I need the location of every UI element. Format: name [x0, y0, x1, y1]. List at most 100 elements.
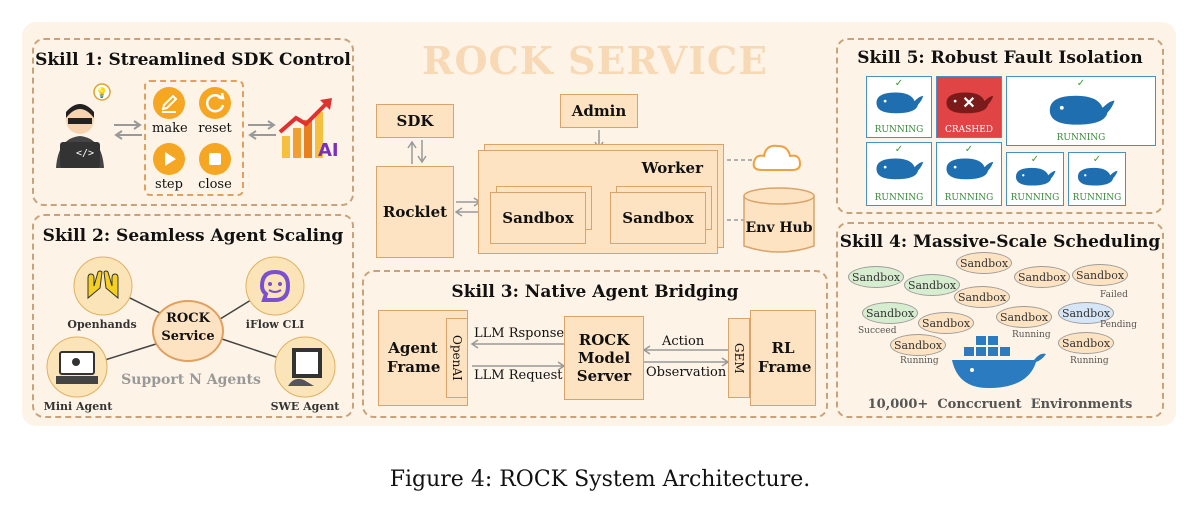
sandbox-bubble: Sandbox: [904, 274, 960, 296]
whale-icon: [937, 155, 1001, 185]
docker-whale-icon: [952, 336, 1046, 388]
code-glyph: </>: [76, 148, 95, 159]
support-n-agents: Support N Agents: [121, 372, 261, 388]
openhands-icon: [73, 256, 133, 316]
running-label: RUNNING: [1010, 193, 1060, 203]
sdk-box: SDK: [376, 104, 454, 138]
gem-label: GEM: [732, 342, 746, 374]
sandbox-status-label: Running: [1070, 356, 1109, 366]
sandbox-bubble: Sandbox: [1072, 264, 1128, 286]
sandbox-status-label: Running: [900, 356, 939, 366]
running-label: RUNNING: [1072, 193, 1122, 203]
running-sandbox-cell: ✓ RUNNING: [866, 142, 932, 206]
skill1-title: Skill 1: Streamlined SDK Control: [35, 50, 351, 70]
running-label: RUNNING: [874, 125, 924, 135]
sandbox-bubble: Sandbox: [1014, 266, 1070, 288]
figure-caption: Figure 4: ROCK System Architecture.: [389, 467, 811, 492]
skill5-title: Skill 5: Robust Fault Isolation: [857, 48, 1143, 68]
skill4-title: Skill 4: Massive-Scale Scheduling: [839, 232, 1161, 252]
model-server-box: ROCK Model Server: [564, 316, 644, 400]
agent-frame-label: Agent Frame: [387, 339, 441, 376]
crashed-label: CRASHED: [945, 125, 993, 135]
sandbox-bubble: Sandbox: [848, 266, 904, 288]
running-label: RUNNING: [944, 193, 994, 203]
gem-strip: GEM: [728, 318, 750, 398]
agent-openhands: Openhands: [67, 318, 137, 331]
rock-service-title: ROCK SERVICE: [421, 38, 769, 83]
action-make: make: [152, 121, 188, 136]
check-icon: ✓: [894, 144, 904, 155]
whale-icon: [1007, 165, 1063, 191]
step-icon[interactable]: [152, 142, 186, 176]
rl-frame-label: RL Frame: [758, 339, 812, 376]
sandbox-status-label: Pending: [1100, 320, 1137, 330]
observation-label: Observation: [646, 365, 727, 380]
crashed-sandbox-cell: ✕ CRASHED: [936, 76, 1002, 138]
sandbox-bubble: Sandbox: [954, 286, 1010, 308]
running-sandbox-cell: ✓ RUNNING: [1068, 152, 1126, 206]
make-icon[interactable]: [152, 86, 186, 120]
whale-icon: [867, 155, 931, 185]
check-icon: ✓: [1030, 154, 1040, 165]
env-hub-label: Env Hub: [745, 220, 813, 236]
sandbox-bubble: Sandbox: [918, 312, 974, 334]
concurrent-footer: 10,000+ Conccruent Environments: [867, 397, 1133, 412]
sandbox-status-label: Failed: [1100, 290, 1128, 300]
openai-strip: OpenAI: [446, 318, 468, 398]
skill3-title: Skill 3: Native Agent Bridging: [451, 282, 739, 302]
model-server-label: ROCK Model Server: [576, 331, 632, 385]
sandbox-2: Sandbox: [610, 192, 706, 244]
developer-icon: 💡: [56, 83, 111, 168]
running-label: RUNNING: [874, 193, 924, 203]
sandbox-status-label: Running: [1012, 330, 1051, 340]
rocklet-box: Rocklet: [376, 166, 454, 258]
mini-agent-icon: [46, 336, 108, 398]
sandbox-1: Sandbox: [490, 192, 586, 244]
whale-icon: [1069, 165, 1125, 191]
agent-mini: Mini Agent: [43, 400, 113, 413]
sandbox-bubble: Sandbox: [996, 306, 1052, 328]
ai-badge: AI: [318, 140, 339, 161]
agent-swe: SWE Agent: [270, 400, 340, 413]
ai-chart-icon: [278, 98, 332, 158]
running-sandbox-cell: ✓ RUNNING: [866, 76, 932, 138]
skill2-title: Skill 2: Seamless Agent Scaling: [42, 226, 344, 246]
svg-text:💡: 💡: [96, 86, 108, 99]
arrow-controls-ai: [248, 120, 276, 140]
close-icon[interactable]: [198, 142, 232, 176]
whale-icon: [867, 89, 931, 119]
agent-iflow: iFlow CLI: [245, 318, 305, 331]
action-step: step: [155, 177, 183, 192]
running-sandbox-cell: ✓ RUNNING: [1006, 152, 1064, 206]
rock-service-node: [152, 300, 224, 362]
worker-label: Worker: [641, 159, 703, 177]
llm-request: LLM Request: [474, 368, 563, 383]
check-icon: ✓: [964, 144, 974, 155]
arrow-dev-controls: [114, 120, 142, 140]
check-icon: ✓: [1092, 154, 1102, 165]
llm-response: LLM Rsponse: [474, 326, 565, 341]
swe-agent-icon: [274, 336, 336, 398]
cloud-icon: [752, 144, 802, 171]
sandbox-status-label: Succeed: [858, 326, 897, 336]
crash-x-icon: ✕: [962, 93, 976, 112]
sandbox-bubble: Sandbox: [1058, 302, 1114, 324]
action-reset: reset: [198, 121, 232, 136]
rock-service-label: ROCK Service: [161, 311, 215, 344]
sandbox-bubble: Sandbox: [1058, 332, 1114, 354]
running-label: RUNNING: [1056, 133, 1106, 143]
reset-icon[interactable]: [198, 86, 232, 120]
sandbox-bubble: Sandbox: [862, 302, 918, 324]
sandbox-bubble: Sandbox: [890, 334, 946, 356]
whale-icon: [1007, 91, 1155, 131]
check-icon: ✓: [1076, 78, 1086, 89]
whale-icon: [937, 89, 1001, 119]
check-icon: ✓: [894, 78, 904, 89]
openai-label: OpenAI: [450, 335, 464, 381]
action-close: close: [198, 177, 232, 192]
env-hub-cylinder: [743, 187, 815, 253]
action-label: Action: [662, 334, 705, 349]
sdk-controls-box: [144, 80, 244, 196]
sandbox-bubble: Sandbox: [956, 252, 1012, 274]
running-sandbox-cell: ✓ RUNNING: [936, 142, 1002, 206]
